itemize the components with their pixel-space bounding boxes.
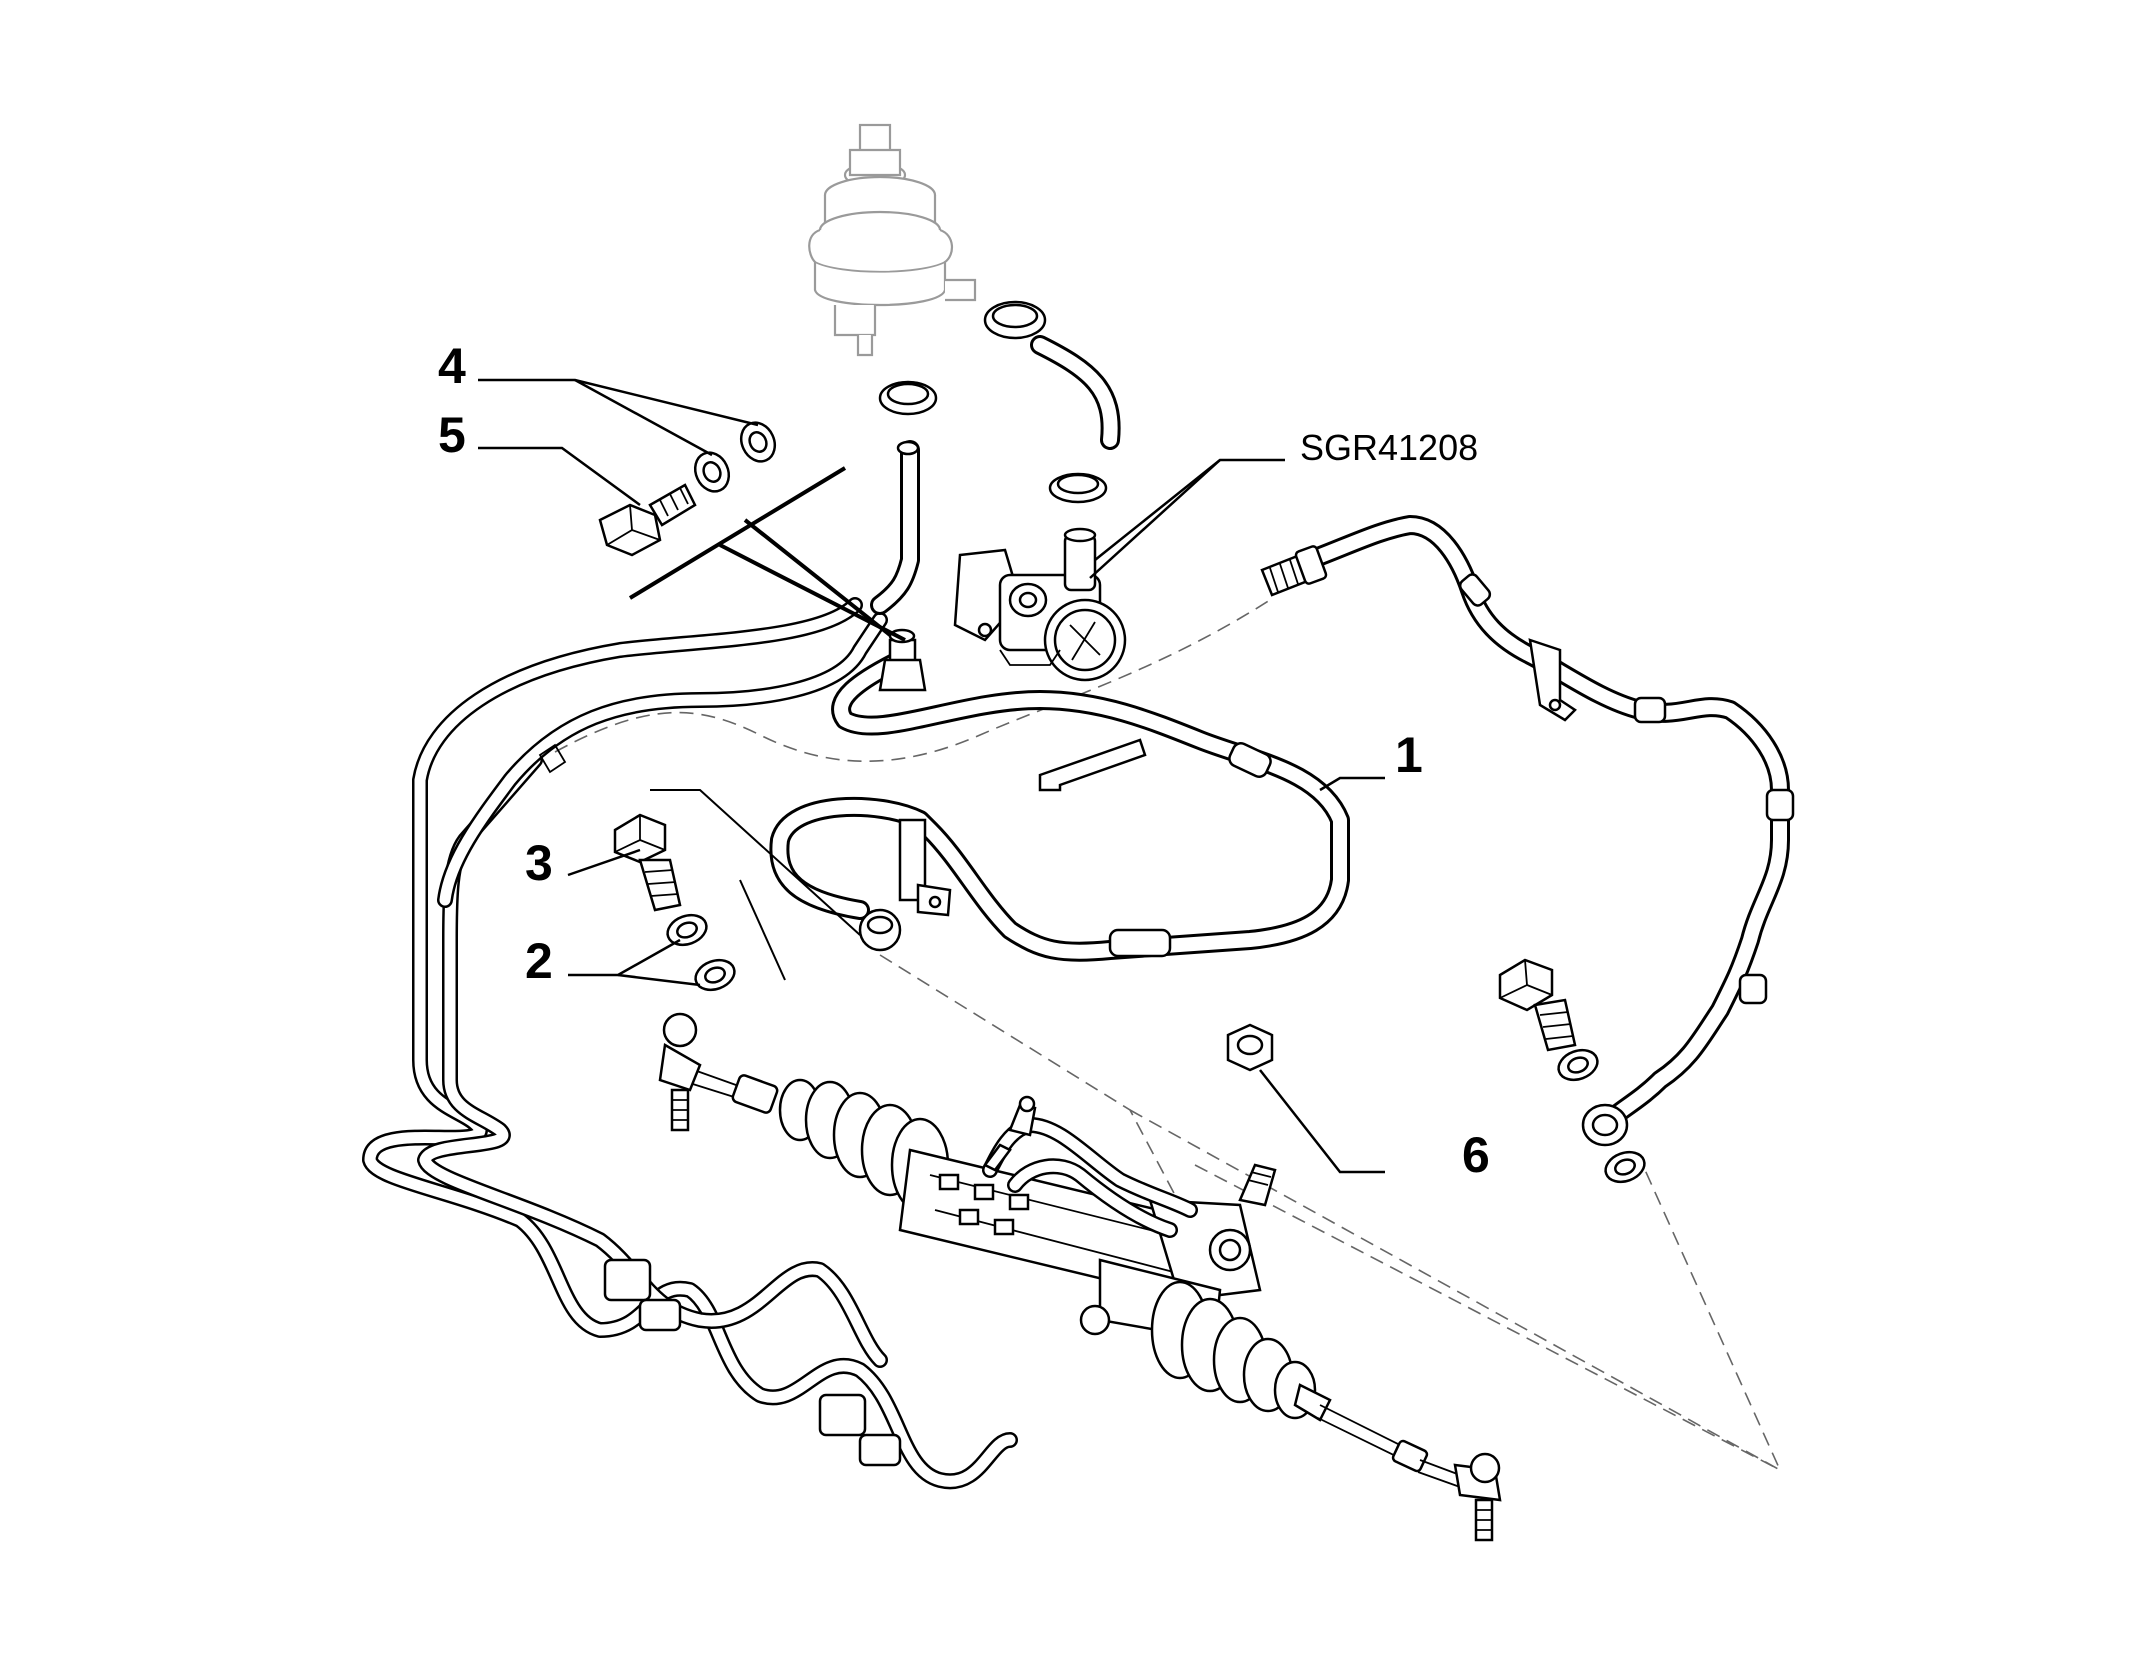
callout-3: 3 (525, 835, 553, 891)
callout-4: 4 (438, 338, 466, 394)
assembly-guide-lines (554, 599, 1782, 1472)
steering-rack (658, 1012, 1502, 1542)
nut-item-6 (1226, 1023, 1274, 1072)
pump-valve-assembly (953, 527, 1127, 682)
washers-item-2 (666, 913, 736, 992)
drawing-code: SGR41208 (1300, 427, 1478, 468)
right-bellows (1150, 1280, 1317, 1420)
right-washers (1557, 1048, 1646, 1184)
callout-5: 5 (438, 407, 466, 463)
reservoir-hoses (870, 300, 1121, 615)
right-hose (1260, 515, 1795, 1147)
callout-2: 2 (525, 933, 553, 989)
return-pipe (362, 597, 1018, 1490)
washers-item-4 (693, 421, 777, 493)
bolt-item-5 (598, 483, 697, 557)
pressure-pipe (769, 628, 1350, 962)
callouts: 4 5 3 2 1 6 SGR41208 (438, 338, 1490, 1183)
right-bolt (1498, 958, 1577, 1052)
fluid-reservoir (808, 123, 977, 357)
callout-6: 6 (1462, 1127, 1490, 1183)
leader-lines (478, 378, 1385, 1174)
callout-1: 1 (1395, 727, 1423, 783)
bolt-item-3 (613, 813, 682, 912)
